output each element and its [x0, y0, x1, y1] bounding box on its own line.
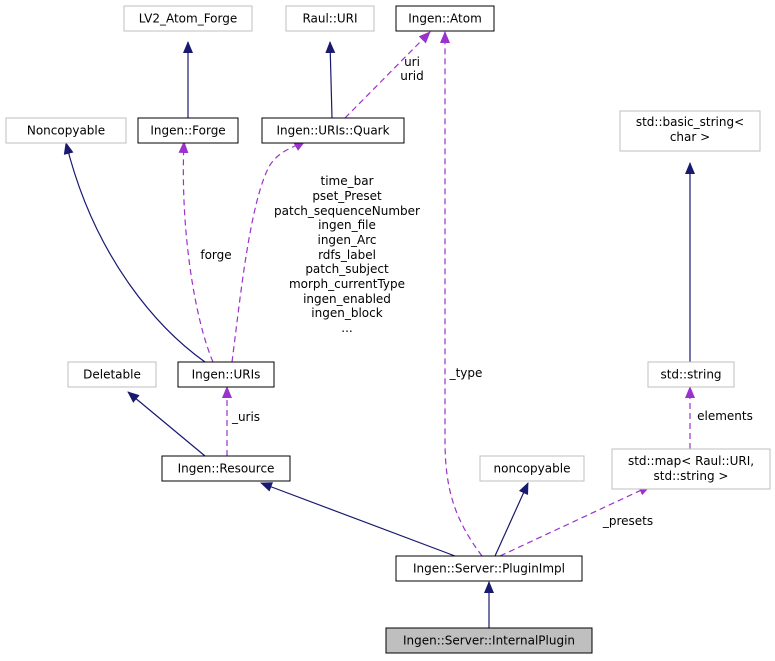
- class-node-label: Ingen::Atom: [408, 12, 482, 26]
- class-node-deletable[interactable]: Deletable: [67, 361, 157, 388]
- edge-label-urid: urid: [400, 69, 424, 83]
- edge-label-forge: forge: [200, 248, 231, 262]
- edges: [63, 31, 695, 628]
- class-node-label-line: char >: [670, 130, 710, 144]
- class-node-internal-plugin[interactable]: Ingen::Server::InternalPlugin: [385, 627, 593, 654]
- class-node-ingen-uris-quark[interactable]: Ingen::URIs::Quark: [261, 117, 405, 144]
- edge-label-quark-member: ingen_file: [318, 218, 376, 232]
- class-node-label: noncopyable: [494, 462, 571, 476]
- class-node-ingen-forge[interactable]: Ingen::Forge: [137, 117, 239, 144]
- class-node-std-string[interactable]: std::string: [647, 361, 735, 388]
- class-node-label: Ingen::Server::PluginImpl: [413, 562, 565, 576]
- edge-labels: uri urid forge time_bar pset_Preset patc…: [200, 55, 753, 528]
- class-node-noncopyable[interactable]: Noncopyable: [5, 117, 127, 144]
- class-node-lv2-atom-forge[interactable]: LV2_Atom_Forge: [123, 5, 253, 32]
- class-node-label: LV2_Atom_Forge: [139, 12, 237, 26]
- class-node-label: std::string: [660, 368, 721, 382]
- edge-uris-to-noncopyable: [63, 142, 206, 363]
- edge-label-quark-member: time_bar: [320, 174, 373, 188]
- edge-label-quark-member: rdfs_label: [318, 248, 376, 262]
- class-node-ingen-atom[interactable]: Ingen::Atom: [395, 5, 495, 32]
- class-node-label: Raul::URI: [302, 12, 357, 26]
- edge-label-elements: elements: [697, 409, 753, 423]
- edge-pluginimpl-to-map: [499, 485, 651, 557]
- class-node-plugin-impl[interactable]: Ingen::Server::PluginImpl: [395, 555, 583, 582]
- edge-label-presets: _presets: [602, 514, 653, 528]
- class-node-raul-uri[interactable]: Raul::URI: [285, 5, 375, 32]
- class-node-label-line: std::basic_string<: [636, 115, 744, 129]
- edge-quark-to-raul-uri: [325, 41, 336, 119]
- edge-label-uri: uri: [404, 55, 420, 69]
- edge-label-quark-member: ingen_enabled: [303, 292, 391, 306]
- edge-uris-to-quark: [231, 140, 306, 363]
- edge-label-quark-member: ...: [341, 321, 352, 335]
- class-node-std-basic-string[interactable]: std::basic_string< char >: [619, 110, 761, 152]
- edge-label-uris: _uris: [231, 410, 260, 424]
- edge-label-quark-member: pset_Preset: [312, 189, 382, 203]
- edge-pluginimpl-to-noncopyable: [494, 482, 529, 557]
- class-node-label: Ingen::URIs: [192, 368, 261, 382]
- edge-resource-to-deletable: [127, 391, 206, 457]
- edge-uris-to-forge: [178, 141, 214, 363]
- edge-label-type: _type: [449, 366, 483, 380]
- class-node-std-map[interactable]: std::map< Raul::URI, std::string >: [611, 448, 771, 490]
- edge-label-quark-member: patch_sequenceNumber: [274, 204, 420, 218]
- class-node-ingen-uris[interactable]: Ingen::URIs: [177, 361, 275, 388]
- class-node-label: Deletable: [83, 368, 141, 382]
- class-node-label: Ingen::Forge: [150, 124, 225, 138]
- edge-label-quark-member: ingen_Arc: [317, 233, 376, 247]
- edge-pluginimpl-to-atom: [440, 31, 483, 557]
- edge-label-quark-member: morph_currentType: [289, 277, 405, 291]
- edge-quark-to-atom: [344, 31, 431, 119]
- class-node-label: Ingen::URIs::Quark: [276, 124, 389, 138]
- edge-label-quark-member: ingen_block: [311, 306, 382, 320]
- class-node-label-line: std::string >: [654, 469, 729, 483]
- class-node-label-line: std::map< Raul::URI,: [628, 454, 754, 468]
- class-node-label: Ingen::Resource: [178, 462, 275, 476]
- class-node-ingen-resource[interactable]: Ingen::Resource: [161, 455, 291, 482]
- class-node-label: Ingen::Server::InternalPlugin: [403, 634, 575, 648]
- edge-pluginimpl-to-resource: [260, 482, 456, 557]
- nodes: LV2_Atom_Forge Raul::URI Ingen::Atom Non…: [5, 5, 771, 654]
- edge-label-quark-member: patch_subject: [305, 262, 389, 276]
- class-node-label: Noncopyable: [27, 124, 105, 138]
- class-node-noncopyable-lower[interactable]: noncopyable: [479, 455, 585, 482]
